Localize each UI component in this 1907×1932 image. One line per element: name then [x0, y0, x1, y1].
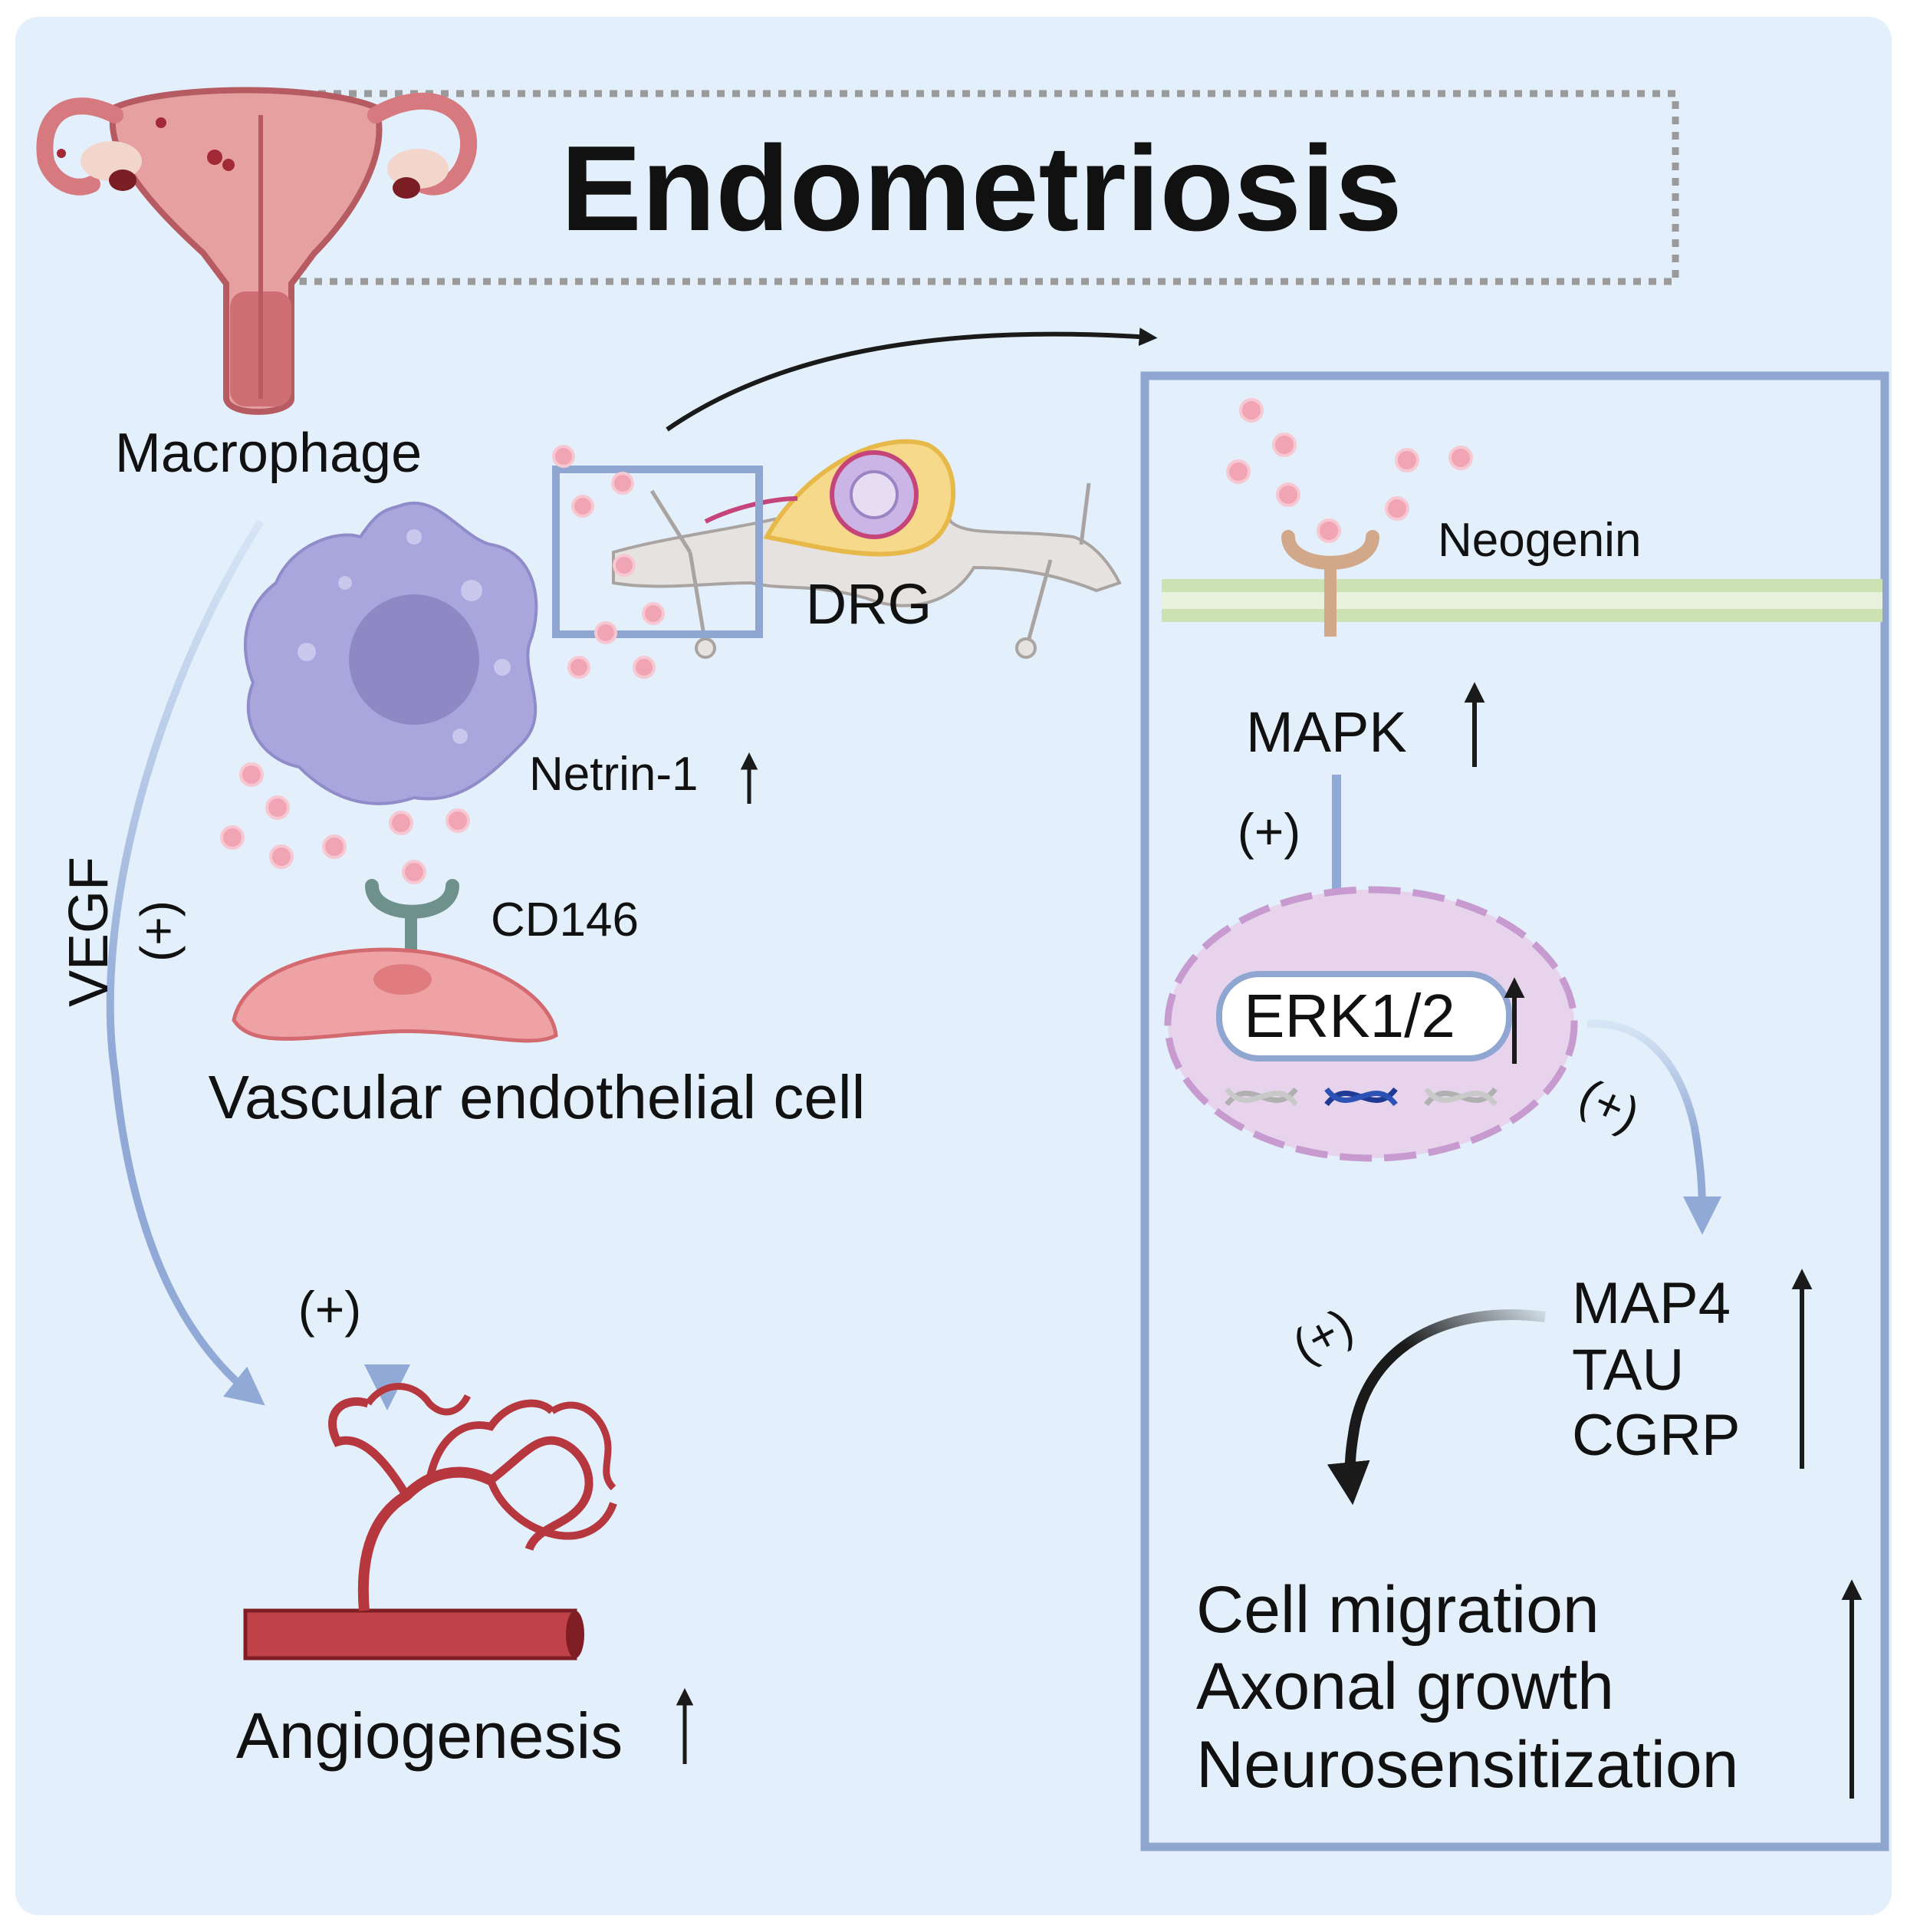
vegf-label: VEGF — [58, 857, 120, 1007]
cd146-label: CD146 — [491, 894, 639, 946]
uterus-icon — [36, 87, 478, 415]
markers-to-outcomes-arrow — [1327, 1309, 1546, 1506]
endothelial-plus-label: (+) — [298, 1281, 362, 1338]
neogenin-receptor-icon — [1281, 530, 1379, 637]
netrin-label: Netrin-1 — [529, 748, 699, 801]
cell-membrane — [1162, 579, 1882, 622]
cgrp-label: CGRP — [1572, 1403, 1741, 1468]
blood-vessel-icon — [243, 1383, 617, 1660]
erk-label: ERK1/2 — [1244, 982, 1455, 1050]
macrophage-label: Macrophage — [115, 423, 422, 484]
vascular-cell-label: Vascular endothelial cell — [209, 1063, 866, 1131]
axonal-growth-label: Axonal growth — [1196, 1650, 1614, 1723]
tau-label: TAU — [1572, 1338, 1684, 1403]
vegf-arrow — [106, 519, 265, 1406]
drg-neuron-icon — [612, 439, 1122, 659]
drg-to-panel-arrow — [666, 327, 1158, 432]
mapk-label: MAPK — [1246, 700, 1407, 764]
dna-icon — [1225, 1087, 1498, 1107]
vegf-plus-label: (+) — [130, 900, 186, 962]
macrophage-icon — [244, 501, 538, 805]
map4-label: MAP4 — [1572, 1271, 1731, 1336]
neuron-detail-panel — [1140, 371, 1889, 1851]
cell-migration-label: Cell migration — [1196, 1573, 1600, 1647]
mapk-plus-label: (+) — [1238, 803, 1301, 860]
page-title: Endometriosis — [561, 121, 1402, 256]
erk-to-map4-arrow — [1586, 1019, 1721, 1235]
netrin-ligands-left — [220, 762, 470, 884]
endothelial-cell-icon — [232, 947, 558, 1043]
erk-box — [1216, 971, 1512, 1061]
netrin-ligands-right — [1226, 398, 1473, 543]
netrin-ligands-drg — [552, 445, 665, 679]
angiogenesis-label: Angiogenesis — [236, 1700, 623, 1772]
drg-label: DRG — [806, 572, 932, 636]
cd146-receptor-icon — [365, 879, 459, 955]
background-panel — [15, 17, 1892, 1915]
neurosensitization-label: Neurosensitization — [1196, 1728, 1738, 1802]
drg-zoom-box — [552, 466, 763, 638]
neogenin-label: Neogenin — [1438, 514, 1641, 567]
